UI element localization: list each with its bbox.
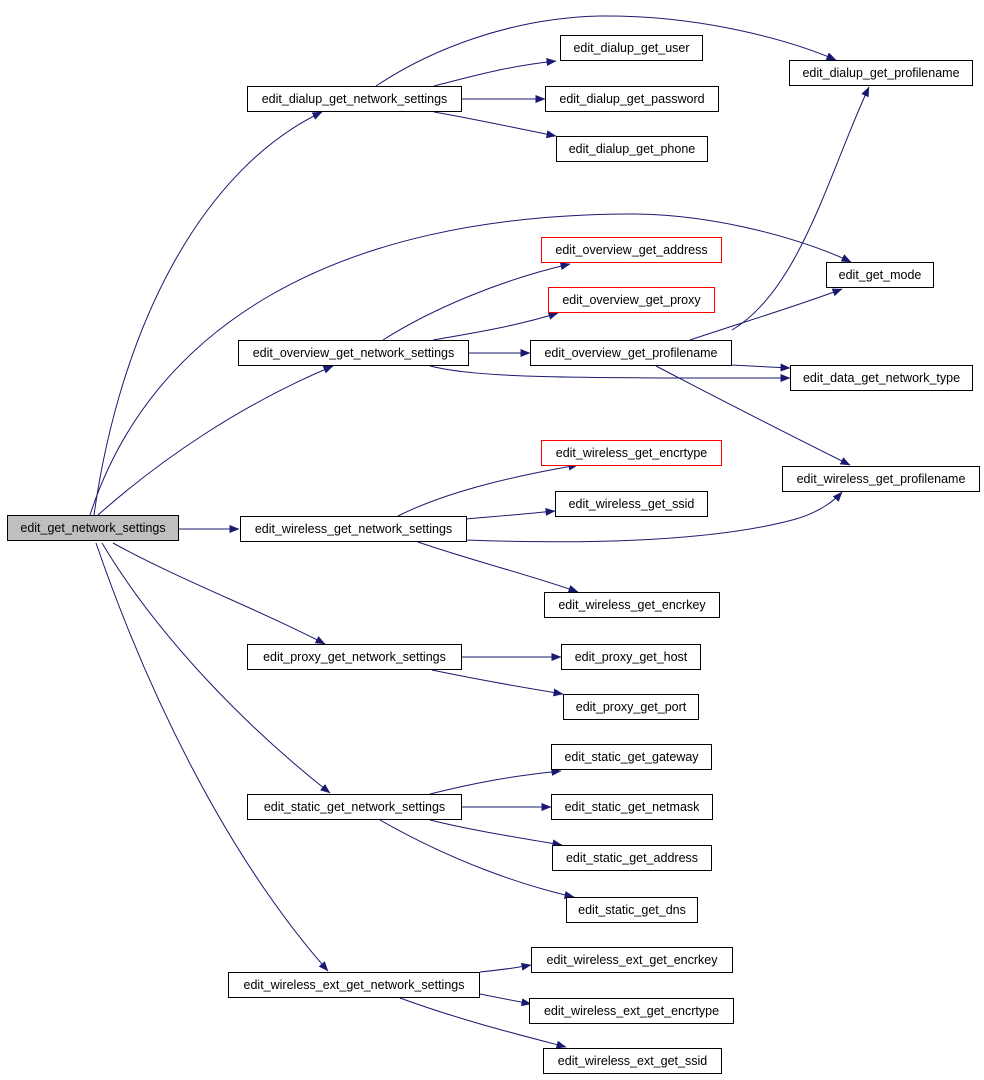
edge-static-gateway — [429, 767, 562, 795]
node-dialup-settings[interactable]: edit_dialup_get_network_settings — [247, 86, 462, 112]
node-dialup-password[interactable]: edit_dialup_get_password — [545, 86, 719, 112]
edge-wireless-encrtype — [397, 462, 579, 517]
edge-wext-ssid — [399, 997, 567, 1049]
edge-profilename-get-mode — [689, 288, 843, 341]
node-wext-ssid[interactable]: edit_wireless_ext_get_ssid — [543, 1048, 722, 1074]
node-dialup-phone[interactable]: edit_dialup_get_phone — [556, 136, 708, 162]
edge-root-static-settings — [101, 542, 331, 794]
edge-dialup-user — [433, 58, 557, 87]
node-root: edit_get_network_settings — [7, 515, 179, 541]
node-data-network-type[interactable]: edit_data_get_network_type — [790, 365, 973, 391]
node-proxy-settings[interactable]: edit_proxy_get_network_settings — [247, 644, 462, 670]
node-wireless-settings[interactable]: edit_wireless_get_network_settings — [240, 516, 467, 542]
node-get-mode[interactable]: edit_get_mode — [826, 262, 934, 288]
edge-proxy-port — [431, 669, 564, 697]
edge-dialup-profilename — [375, 15, 837, 87]
edge-static-address — [429, 819, 563, 848]
edge-wireless-profilename — [465, 491, 843, 543]
node-static-dns[interactable]: edit_static_get_dns — [566, 897, 698, 923]
edge-overview-address — [382, 262, 571, 341]
edge-root-wext-settings — [95, 542, 329, 972]
node-wireless-encrtype[interactable]: edit_wireless_get_encrtype — [541, 440, 722, 466]
edge-wext-encrkey — [479, 962, 532, 973]
edge-profilename-network-type — [730, 363, 791, 372]
edge-root-proxy-settings — [112, 542, 326, 645]
edge-wireless-encrkey — [417, 541, 579, 593]
edge-root-get-mode — [89, 213, 852, 516]
edge-wireless-ssid — [465, 507, 556, 520]
node-dialup-user[interactable]: edit_dialup_get_user — [560, 35, 703, 61]
node-wireless-encrkey[interactable]: edit_wireless_get_encrkey — [544, 592, 720, 618]
node-proxy-host[interactable]: edit_proxy_get_host — [561, 644, 701, 670]
edge-profilename-dialup-profilename — [731, 86, 870, 331]
edge-root-dialup-settings — [93, 111, 323, 516]
node-overview-address[interactable]: edit_overview_get_address — [541, 237, 722, 263]
node-wext-encrtype[interactable]: edit_wireless_ext_get_encrtype — [529, 998, 734, 1024]
node-static-address[interactable]: edit_static_get_address — [552, 845, 712, 871]
node-wireless-ssid[interactable]: edit_wireless_get_ssid — [555, 491, 708, 517]
node-overview-profilename[interactable]: edit_overview_get_profilename — [530, 340, 732, 366]
node-static-settings[interactable]: edit_static_get_network_settings — [247, 794, 462, 820]
node-static-gateway[interactable]: edit_static_get_gateway — [551, 744, 712, 770]
node-overview-proxy[interactable]: edit_overview_get_proxy — [548, 287, 715, 313]
edge-static-dns — [379, 819, 575, 899]
node-overview-settings[interactable]: edit_overview_get_network_settings — [238, 340, 469, 366]
edge-overview-proxy — [432, 312, 559, 341]
edge-profilename-wireless-profilename — [655, 365, 851, 466]
node-wext-settings[interactable]: edit_wireless_ext_get_network_settings — [228, 972, 480, 998]
node-wext-encrkey[interactable]: edit_wireless_ext_get_encrkey — [531, 947, 733, 973]
node-wireless-profilename[interactable]: edit_wireless_get_profilename — [782, 466, 980, 492]
node-static-netmask[interactable]: edit_static_get_netmask — [551, 794, 713, 820]
edge-wext-encrtype — [479, 993, 532, 1007]
node-proxy-port[interactable]: edit_proxy_get_port — [563, 694, 699, 720]
edge-dialup-phone — [433, 111, 557, 139]
node-dialup-profilename[interactable]: edit_dialup_get_profilename — [789, 60, 973, 86]
edge-root-overview-settings — [97, 365, 334, 516]
edge-overview-network-type — [429, 365, 791, 382]
